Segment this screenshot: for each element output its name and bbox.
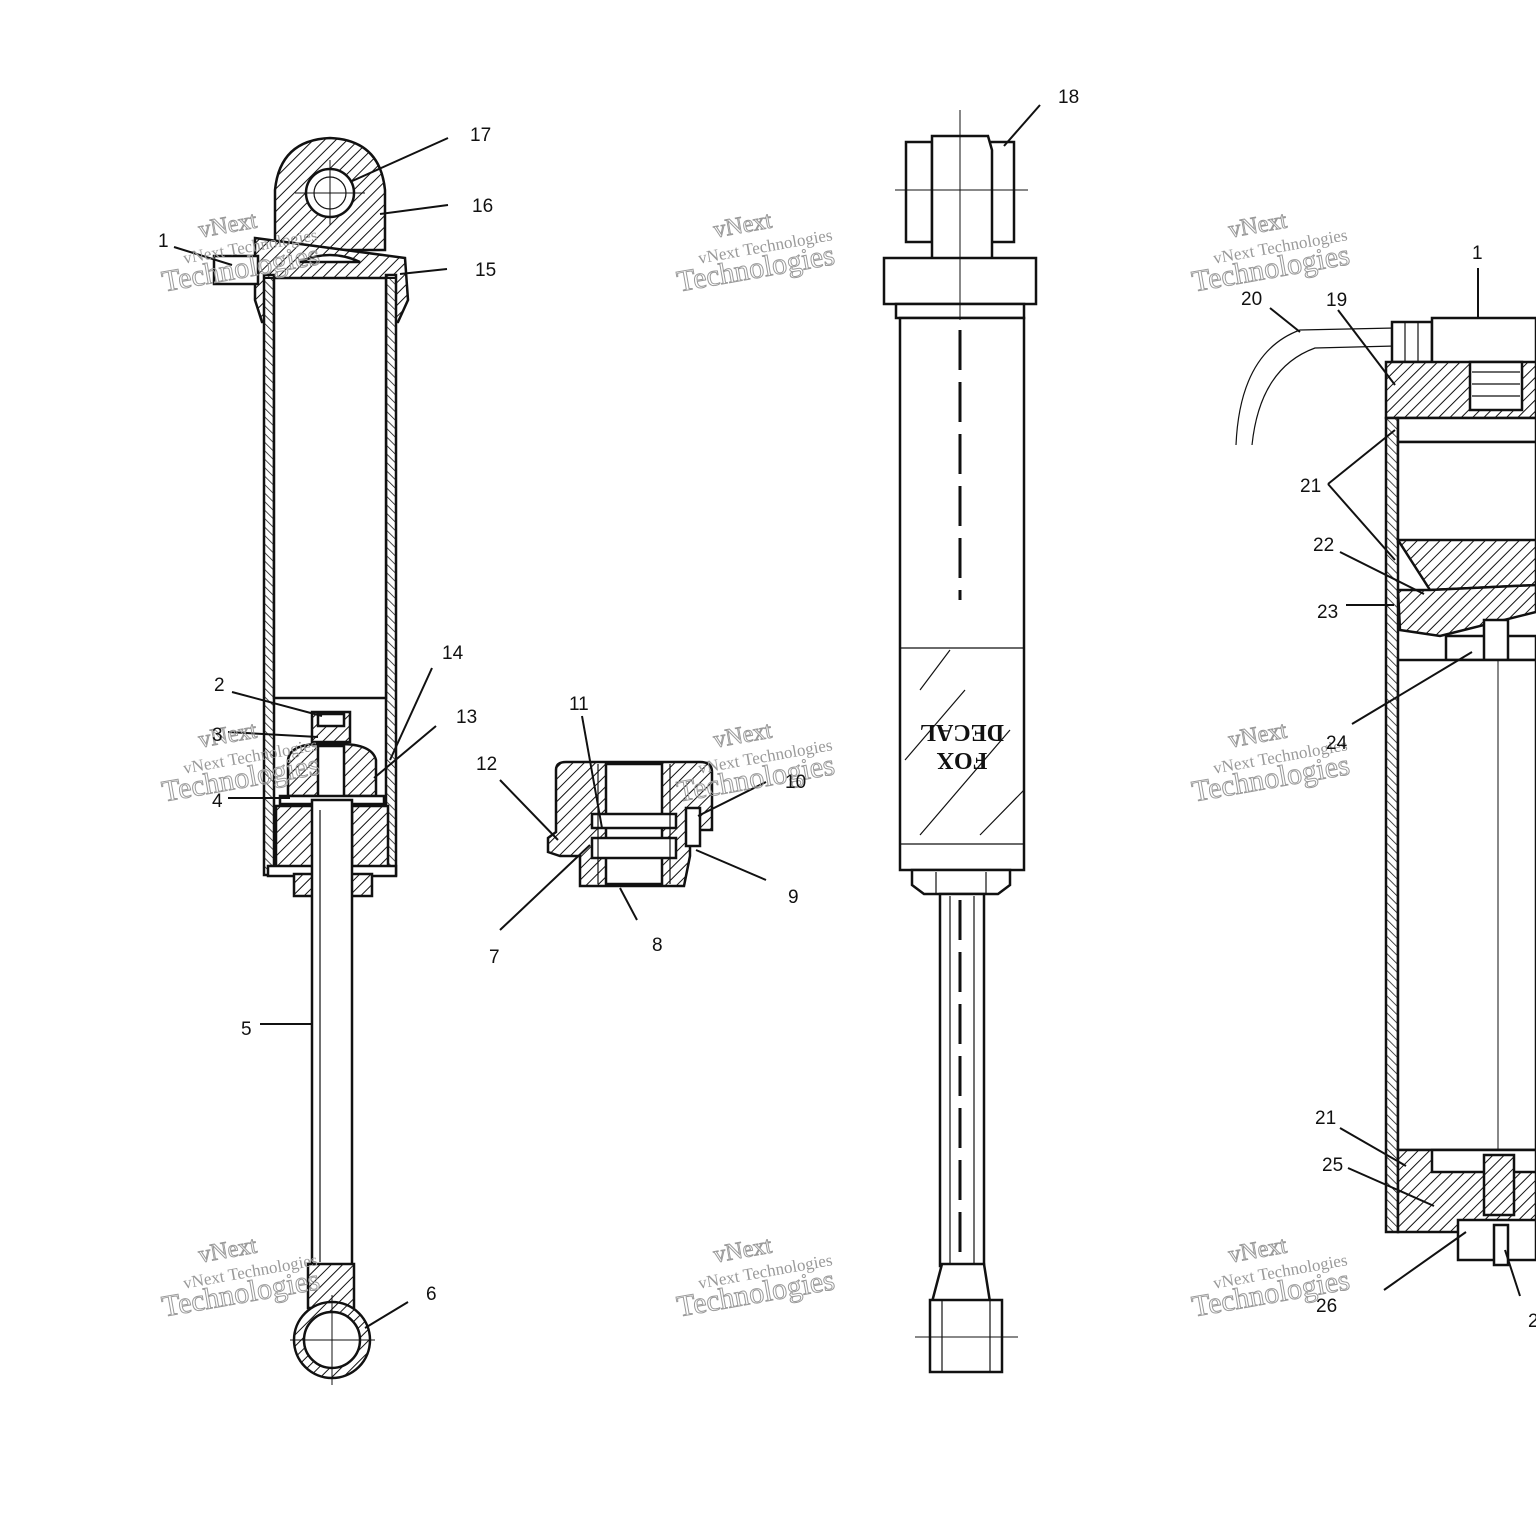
- seal-head-detail: [546, 760, 714, 888]
- callout-20: 20: [1241, 289, 1262, 310]
- callout-7: 7: [489, 947, 500, 968]
- callout-9: 9: [788, 887, 799, 908]
- callout-18: 18: [1058, 87, 1079, 108]
- callout-15: 15: [475, 260, 496, 281]
- callout-10: 10: [785, 772, 806, 793]
- decal-line-decal: DECAL: [920, 719, 1004, 745]
- watermark-3: vNext vNext Technologies Technologies: [1189, 207, 1353, 299]
- callout-1-left: 1: [158, 231, 169, 252]
- center-shock-exterior: FOX DECAL: [882, 110, 1038, 1374]
- callout-25: 25: [1322, 1155, 1343, 1176]
- watermark-7: vNext vNext Technologies Technologies: [159, 1232, 323, 1324]
- callout-19: 19: [1326, 290, 1347, 311]
- callout-26: 26: [1316, 1296, 1337, 1317]
- callout-2-right-partial: 2: [1528, 1311, 1536, 1332]
- leader-lines: [173, 104, 1521, 1329]
- callout-22: 22: [1313, 535, 1334, 556]
- callout-11: 11: [569, 694, 589, 715]
- decal-line-fox: FOX: [936, 747, 987, 773]
- left-shock-cross-section: [212, 136, 410, 1385]
- callout-8: 8: [652, 935, 663, 956]
- callout-24: 24: [1326, 733, 1348, 754]
- callout-5: 5: [241, 1019, 252, 1040]
- callout-21-lower: 21: [1315, 1108, 1336, 1129]
- watermark-8: vNext vNext Technologies Technologies: [674, 1232, 838, 1324]
- watermark-2: vNext vNext Technologies Technologies: [674, 207, 838, 299]
- fox-decal: FOX DECAL: [920, 719, 1004, 773]
- callout-4: 4: [212, 791, 223, 812]
- watermark-6: vNext vNext Technologies Technologies: [1189, 717, 1353, 809]
- callout-23: 23: [1317, 602, 1338, 623]
- callout-16: 16: [472, 196, 493, 217]
- callout-3: 3: [212, 725, 223, 746]
- callout-2: 2: [214, 675, 225, 696]
- callout-14: 14: [442, 643, 464, 664]
- callout-21-upper: 21: [1300, 476, 1321, 497]
- right-reservoir-cross-section: [1235, 316, 1536, 1267]
- callout-17: 17: [470, 125, 491, 146]
- watermark-5: vNext vNext Technologies Technologies: [674, 717, 838, 809]
- callout-labels: 1 2 3 4 5 6 7 8 9 10 11 12 13 14 15 16 1…: [158, 87, 1536, 1332]
- callout-13: 13: [456, 707, 477, 728]
- callout-12: 12: [476, 754, 497, 775]
- callout-1-right: 1: [1472, 243, 1483, 264]
- callout-6: 6: [426, 1284, 437, 1305]
